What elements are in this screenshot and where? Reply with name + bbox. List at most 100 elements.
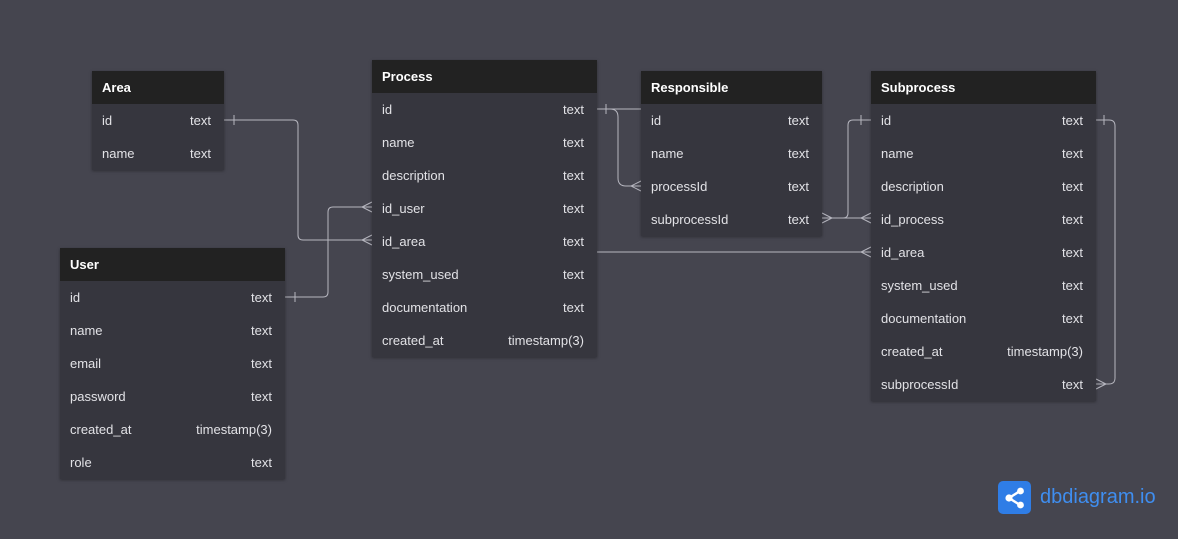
field-name: id_area xyxy=(881,245,925,260)
field-type: text xyxy=(251,455,272,470)
field-type: text xyxy=(563,201,584,216)
brand-logo[interactable]: dbdiagram.io xyxy=(998,481,1156,514)
field-name: id xyxy=(102,113,113,128)
field-name: system_used xyxy=(382,267,459,282)
table-header[interactable]: Subprocess xyxy=(871,71,1096,104)
field-name: documentation xyxy=(881,311,967,326)
field-type: text xyxy=(1062,146,1083,161)
rel-area-process xyxy=(224,119,372,241)
field-type: text xyxy=(563,234,584,249)
field-type: text xyxy=(1062,377,1083,392)
many-marker xyxy=(360,201,373,213)
field-name: email xyxy=(70,356,102,371)
field-name: name xyxy=(382,135,415,150)
field-type: text xyxy=(1062,179,1083,194)
field-type: text xyxy=(251,356,272,371)
field-name: name xyxy=(102,146,135,161)
table-header[interactable]: User xyxy=(60,248,285,281)
brand-name: dbdiagram.io xyxy=(1040,486,1156,508)
field-row[interactable]: name text xyxy=(92,137,224,170)
rel-subprocess-self xyxy=(1096,119,1116,385)
field-name: id xyxy=(382,102,393,117)
field-row[interactable]: created_at timestamp(3) xyxy=(60,413,285,446)
field-type: text xyxy=(251,323,272,338)
field-name: created_at xyxy=(70,422,132,437)
field-name: description xyxy=(881,179,944,194)
field-type: text xyxy=(788,146,809,161)
field-name: id xyxy=(881,113,892,128)
share-nodes-icon xyxy=(998,481,1031,514)
many-marker xyxy=(629,180,642,192)
field-type: text xyxy=(788,113,809,128)
field-row[interactable]: description text xyxy=(372,159,597,192)
field-row[interactable]: password text xyxy=(60,380,285,413)
field-row[interactable]: documentation text xyxy=(871,302,1096,335)
field-type: text xyxy=(251,389,272,404)
field-row[interactable]: description text xyxy=(871,170,1096,203)
field-type: text xyxy=(563,135,584,150)
table-header[interactable]: Area xyxy=(92,71,224,104)
field-row[interactable]: subprocessId text xyxy=(871,368,1096,401)
field-name: description xyxy=(382,168,445,183)
many-marker xyxy=(859,246,872,258)
field-row[interactable]: processId text xyxy=(641,170,822,203)
field-row[interactable]: name text xyxy=(641,137,822,170)
field-type: text xyxy=(563,168,584,183)
field-type: text xyxy=(1062,311,1083,326)
many-marker xyxy=(360,234,373,246)
many-marker xyxy=(1095,378,1108,390)
field-type: text xyxy=(563,267,584,282)
field-row[interactable]: created_at timestamp(3) xyxy=(372,324,597,357)
field-type: text xyxy=(1062,212,1083,227)
field-type: text xyxy=(1062,278,1083,293)
many-marker xyxy=(821,212,834,224)
field-row[interactable]: system_used text xyxy=(372,258,597,291)
field-type: text xyxy=(788,179,809,194)
field-type: text xyxy=(190,113,211,128)
field-name: system_used xyxy=(881,278,958,293)
table-header[interactable]: Responsible xyxy=(641,71,822,104)
field-name: processId xyxy=(651,179,708,194)
field-name: documentation xyxy=(382,300,468,315)
field-name: subprocessId xyxy=(881,377,959,392)
many-marker xyxy=(859,212,872,224)
field-name: name xyxy=(70,323,103,338)
field-type: text xyxy=(1062,113,1083,128)
field-type: timestamp(3) xyxy=(196,422,272,437)
field-name: password xyxy=(70,389,126,404)
rel-process-responsible xyxy=(597,108,641,187)
table-header[interactable]: Process xyxy=(372,60,597,93)
field-row[interactable]: id text xyxy=(871,104,1096,137)
field-row[interactable]: email text xyxy=(60,347,285,380)
table-area[interactable]: Area id text name text xyxy=(92,71,224,170)
field-name: name xyxy=(651,146,684,161)
field-type: text xyxy=(1062,245,1083,260)
field-type: timestamp(3) xyxy=(508,333,584,348)
field-row[interactable]: name text xyxy=(60,314,285,347)
field-row[interactable]: documentation text xyxy=(372,291,597,324)
field-row[interactable]: id_area text xyxy=(871,236,1096,269)
field-name: subprocessId xyxy=(651,212,729,227)
field-type: text xyxy=(190,146,211,161)
field-row[interactable]: system_used text xyxy=(871,269,1096,302)
field-name: created_at xyxy=(382,333,444,348)
field-name: id xyxy=(70,290,81,305)
field-row[interactable]: id text xyxy=(92,104,224,137)
field-type: text xyxy=(563,300,584,315)
field-row[interactable]: name text xyxy=(372,126,597,159)
